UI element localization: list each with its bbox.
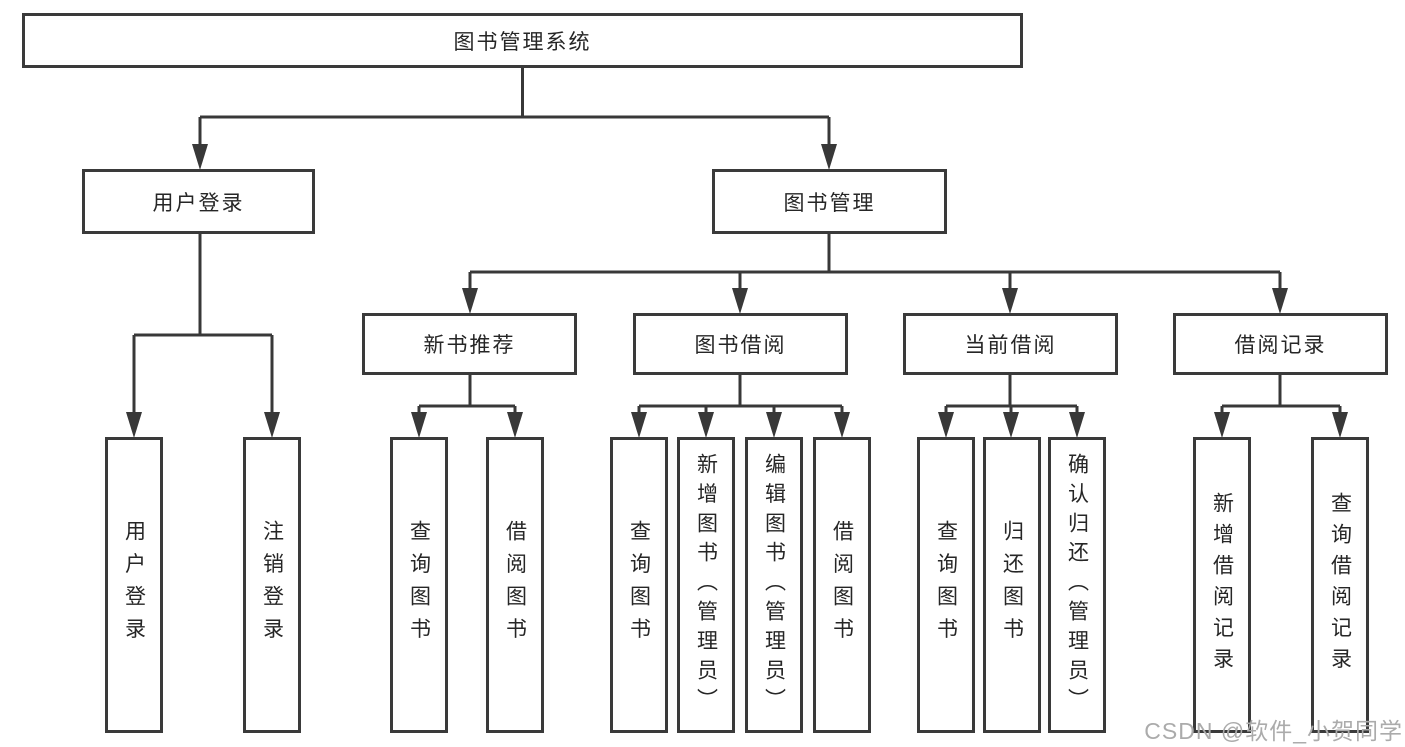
- leaf-borrowing-query-books: 查询图书: [610, 437, 668, 733]
- connector-user-login: [132, 234, 274, 414]
- leaf-borrowing-borrow-books-label: 借阅图书: [830, 519, 854, 651]
- arrowhead: [821, 144, 837, 170]
- node-current-borrowing-label: 当前借阅: [964, 334, 1057, 357]
- leaf-records-add-record-label: 新增借阅记录: [1210, 491, 1234, 679]
- leaf-records-add-record: 新增借阅记录: [1193, 437, 1251, 733]
- node-user-login: 用户登录: [82, 169, 315, 234]
- arrowhead: [732, 288, 748, 314]
- node-root-label: 图书管理系统: [453, 30, 592, 54]
- node-borrowing-records: 借阅记录: [1173, 313, 1388, 375]
- leaf-current-confirm-return-admin: 确认归还（管理员）: [1048, 437, 1106, 733]
- connector-borrowing: [637, 375, 844, 414]
- leaf-recommend-query-books-label: 查询图书: [407, 519, 431, 651]
- leaf-borrowing-query-books-label: 查询图书: [627, 519, 651, 651]
- watermark-text: CSDN @软件_小贺同学: [1144, 718, 1403, 744]
- arrowhead: [938, 412, 954, 438]
- node-book-borrowing: 图书借阅: [633, 313, 848, 375]
- arrowhead: [698, 412, 714, 438]
- arrowhead: [264, 412, 280, 438]
- leaf-borrowing-add-books-admin-label: 新增图书（管理员）: [694, 452, 718, 718]
- arrowhead: [1069, 412, 1085, 438]
- leaf-current-confirm-return-admin-label: 确认归还（管理员）: [1065, 452, 1089, 718]
- connector-recommend: [417, 375, 517, 414]
- leaf-recommend-borrow-books: 借阅图书: [486, 437, 544, 733]
- leaf-current-return-books-label: 归还图书: [1000, 519, 1024, 651]
- node-current-borrowing: 当前借阅: [903, 313, 1118, 375]
- node-new-book-recommend-label: 新书推荐: [423, 334, 516, 357]
- connector-book-management: [468, 234, 1282, 290]
- arrowhead: [462, 288, 478, 314]
- node-borrowing-records-label: 借阅记录: [1234, 334, 1327, 357]
- node-book-borrowing-label: 图书借阅: [694, 334, 787, 357]
- connector-root: [198, 68, 831, 146]
- connector-current: [944, 375, 1079, 414]
- node-root: 图书管理系统: [22, 13, 1023, 68]
- arrowhead: [1002, 288, 1018, 314]
- connector-records: [1220, 375, 1342, 414]
- leaf-current-query-books: 查询图书: [917, 437, 975, 733]
- arrowhead: [1214, 412, 1230, 438]
- leaf-user-login-label: 用户登录: [122, 519, 146, 651]
- arrowhead: [411, 412, 427, 438]
- leaf-borrowing-edit-books-admin-label: 编辑图书（管理员）: [762, 452, 786, 718]
- arrowhead: [507, 412, 523, 438]
- arrowhead: [126, 412, 142, 438]
- leaf-logout: 注销登录: [243, 437, 301, 733]
- arrowhead: [1003, 412, 1019, 438]
- node-new-book-recommend: 新书推荐: [362, 313, 577, 375]
- leaf-borrowing-edit-books-admin: 编辑图书（管理员）: [745, 437, 803, 733]
- arrowhead: [834, 412, 850, 438]
- arrowhead: [192, 144, 208, 170]
- leaf-recommend-query-books: 查询图书: [390, 437, 448, 733]
- leaf-logout-label: 注销登录: [260, 519, 284, 651]
- leaf-records-query-record: 查询借阅记录: [1311, 437, 1369, 733]
- leaf-current-return-books: 归还图书: [983, 437, 1041, 733]
- arrowhead: [1332, 412, 1348, 438]
- leaf-current-query-books-label: 查询图书: [934, 519, 958, 651]
- leaf-borrowing-add-books-admin: 新增图书（管理员）: [677, 437, 735, 733]
- leaf-borrowing-borrow-books: 借阅图书: [813, 437, 871, 733]
- arrowhead: [766, 412, 782, 438]
- leaf-records-query-record-label: 查询借阅记录: [1328, 491, 1352, 679]
- leaf-user-login: 用户登录: [105, 437, 163, 733]
- node-book-management: 图书管理: [712, 169, 947, 234]
- arrowhead: [631, 412, 647, 438]
- node-user-login-label: 用户登录: [152, 191, 245, 215]
- node-book-management-label: 图书管理: [783, 191, 876, 215]
- leaf-recommend-borrow-books-label: 借阅图书: [503, 519, 527, 651]
- arrowhead: [1272, 288, 1288, 314]
